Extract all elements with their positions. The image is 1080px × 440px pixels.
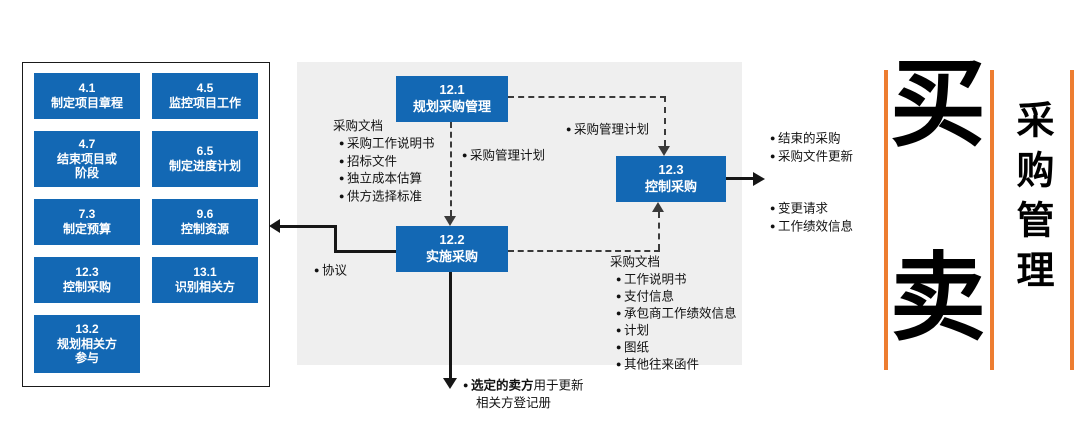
arrow-selected-sellers: [449, 272, 452, 378]
process-label: 监控项目工作: [168, 96, 241, 110]
docs-item: 工作说明书: [610, 271, 760, 288]
arrowhead-plan-to-control: [658, 146, 670, 156]
docs-item: 承包商工作绩效信息: [610, 305, 760, 322]
arrow-plan-to-control-v: [664, 96, 666, 146]
node-label: 实施采购: [425, 249, 478, 264]
annotation-selected-sellers: 选定的卖方用于更新 相关方登记册: [457, 377, 584, 412]
arrowhead-control-outputs: [753, 172, 765, 186]
banner-char-sell: 卖: [890, 241, 986, 354]
related-processes-panel: 4.1 制定项目章程 4.5 监控项目工作 4.7 结束项目或 阶段 6.5 制…: [22, 62, 270, 387]
process-number: 7.3: [78, 207, 96, 222]
annotation-control-outputs-bottom: 变更请求 工作绩效信息: [764, 200, 853, 235]
output-item: 变更请求: [764, 200, 853, 218]
banner-char-buy: 买: [890, 47, 986, 160]
process-number: 6.5: [196, 144, 214, 159]
banner-vertical-title: 采购管理: [1010, 100, 1052, 300]
docs-item: 采购工作说明书: [333, 135, 453, 153]
process-box-7-3: 7.3 制定预算: [34, 199, 140, 245]
process-label: 制定项目章程: [50, 96, 123, 110]
process-box-6-5: 6.5 制定进度计划: [152, 131, 258, 187]
annotation-agreement: 协议: [308, 262, 347, 280]
node-plan-procurement: 12.1 规划采购管理: [396, 76, 508, 122]
arrow-agreement-h1: [334, 250, 396, 253]
arrow-agreement-h2: [279, 225, 337, 228]
process-label: 规划相关方 参与: [56, 336, 117, 366]
process-number: 13.2: [75, 322, 99, 337]
seller-note-line2: 相关方登记册: [476, 395, 552, 410]
arrow-agreement-v: [334, 225, 337, 253]
process-number: 4.5: [196, 81, 214, 96]
process-label: 结束项目或 阶段: [56, 151, 117, 181]
plan-label: 采购管理计划: [560, 121, 649, 139]
seller-note-line1: 选定的卖方用于更新: [457, 377, 584, 395]
annotation-plan-to-control: 采购管理计划: [560, 121, 649, 139]
docs-item: 图纸: [610, 339, 760, 356]
output-item: 采购文件更新: [764, 148, 853, 166]
annotation-docs-from-planning: 采购文档 采购工作说明书 招标文件 独立成本估算 供方选择标准: [333, 118, 453, 205]
process-number: 13.1: [193, 265, 217, 280]
agreement-label: 协议: [308, 262, 347, 280]
process-box-13-2: 13.2 规划相关方 参与: [34, 315, 140, 373]
node-conduct-procurement: 12.2 实施采购: [396, 226, 508, 272]
plan-label: 采购管理计划: [456, 147, 545, 165]
docs-item: 计划: [610, 322, 760, 339]
annotation-plan-to-conduct: 采购管理计划: [456, 147, 545, 165]
docs-item: 招标文件: [333, 153, 453, 171]
arrow-conduct-to-control-h: [508, 250, 660, 252]
node-label: 规划采购管理: [412, 99, 491, 114]
process-label: 控制资源: [180, 222, 229, 236]
node-number: 12.1: [439, 82, 465, 98]
output-item: 结束的采购: [764, 130, 853, 148]
node-label: 控制采购: [644, 179, 697, 194]
process-box-4-7: 4.7 结束项目或 阶段: [34, 131, 140, 187]
accent-bar-left: [884, 70, 888, 370]
annotation-control-outputs-top: 结束的采购 采购文件更新: [764, 130, 853, 165]
seller-note-rest: 用于更新: [533, 378, 584, 393]
docs-title: 采购文档: [610, 255, 661, 269]
accent-bar-right: [1070, 70, 1074, 370]
arrow-conduct-to-control-v: [658, 212, 660, 250]
output-item: 工作绩效信息: [764, 218, 853, 236]
process-box-13-1: 13.1 识别相关方: [152, 257, 258, 303]
node-number: 12.2: [439, 232, 465, 248]
docs-item: 其他往来函件: [610, 356, 760, 373]
docs-item: 供方选择标准: [333, 188, 453, 206]
annotation-docs-from-conduct: 采购文档 工作说明书 支付信息 承包商工作绩效信息 计划 图纸 其他往来函件: [610, 254, 760, 373]
arrowhead-conduct-to-control: [652, 202, 664, 212]
arrow-control-outputs: [726, 177, 756, 180]
process-box-12-3: 12.3 控制采购: [34, 257, 140, 303]
process-number: 4.1: [78, 81, 96, 96]
node-number: 12.3: [658, 162, 684, 178]
arrowhead-agreement: [269, 219, 280, 233]
process-box-4-1: 4.1 制定项目章程: [34, 73, 140, 119]
seller-note-bold: 选定的卖方: [470, 378, 534, 393]
process-number: 12.3: [75, 265, 99, 280]
process-box-9-6: 9.6 控制资源: [152, 199, 258, 245]
process-box-4-5: 4.5 监控项目工作: [152, 73, 258, 119]
process-label: 识别相关方: [174, 280, 235, 294]
docs-title: 采购文档: [333, 119, 384, 133]
arrowhead-selected-sellers: [443, 378, 457, 389]
process-number: 4.7: [78, 137, 96, 152]
process-label: 制定进度计划: [168, 159, 241, 173]
docs-item: 支付信息: [610, 288, 760, 305]
arrowhead-plan-to-conduct: [444, 216, 456, 226]
process-label: 控制采购: [62, 280, 111, 294]
process-number: 9.6: [196, 207, 214, 222]
process-label: 制定预算: [62, 222, 111, 236]
docs-item: 独立成本估算: [333, 170, 453, 188]
node-control-procurement: 12.3 控制采购: [616, 156, 726, 202]
arrow-plan-to-control-h: [508, 96, 666, 98]
accent-bar-middle: [990, 70, 994, 370]
